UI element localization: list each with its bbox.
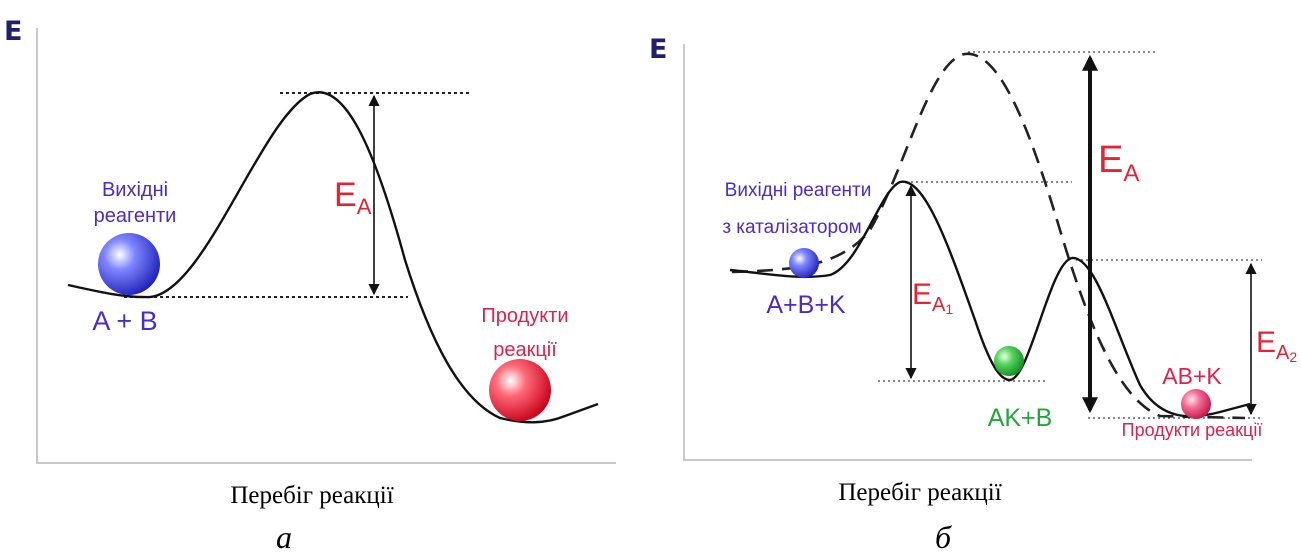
- panel-b-intermediate-formula: AK+B: [988, 404, 1053, 432]
- panel-a-axes: [36, 28, 616, 464]
- panel-b-catalysed-curve: [729, 180, 1251, 418]
- panel-b-caption: Перебіг реакції: [838, 479, 1001, 506]
- panel-a-reactant-ball: [98, 233, 160, 295]
- panel-b-products-label: Продукти реакції: [1122, 420, 1263, 440]
- panel-b-uncatalysed-curve: [731, 52, 1246, 420]
- panel-a-letter: а: [276, 519, 292, 553]
- panel-b-letter: б: [935, 519, 952, 553]
- panel-b-products-formula: AB+K: [1162, 363, 1222, 389]
- panel-b-reactant-ball: [789, 248, 819, 278]
- panel-b-intermediate-ball: [994, 346, 1024, 376]
- panel-b-product-ball: [1181, 389, 1211, 419]
- panel-a-reactants-line2: реагенти: [94, 205, 177, 227]
- panel-a-products-line2: реакції: [493, 339, 557, 361]
- panel-b-ea1-label: EA1: [912, 278, 953, 317]
- panel-b-reactants-formula: A+B+K: [766, 291, 846, 319]
- panel-b-axes: [683, 44, 1252, 461]
- panel-a-axis-label: E: [4, 16, 22, 47]
- panel-a-energy-curve: [67, 91, 599, 424]
- panel-a-reactants-line1: Вихідні: [102, 179, 168, 201]
- panel-a-caption: Перебіг реакції: [230, 482, 393, 509]
- panel-b-ea2-label: EA2: [1256, 326, 1297, 365]
- panel-a-ea-label: EA: [334, 176, 372, 219]
- panel-b-ea-label: EA: [1098, 139, 1139, 187]
- panel-a-reactants-formula: A + B: [92, 306, 157, 336]
- panel-b: E EA EA1 EA2 Вихідні реагенти з каталіза…: [649, 34, 1297, 553]
- panel-b-axis-label: E: [649, 34, 667, 65]
- panel-a-products-line1: Продукти: [481, 305, 568, 327]
- panel-b-reactants-line2: з каталізатором: [722, 217, 861, 238]
- panel-a: E EA Вихідні реагенти A + B Продукти реа…: [4, 16, 616, 553]
- panel-a-product-ball: [489, 359, 551, 421]
- panel-b-reactants-line1: Вихідні реагенти: [725, 180, 872, 201]
